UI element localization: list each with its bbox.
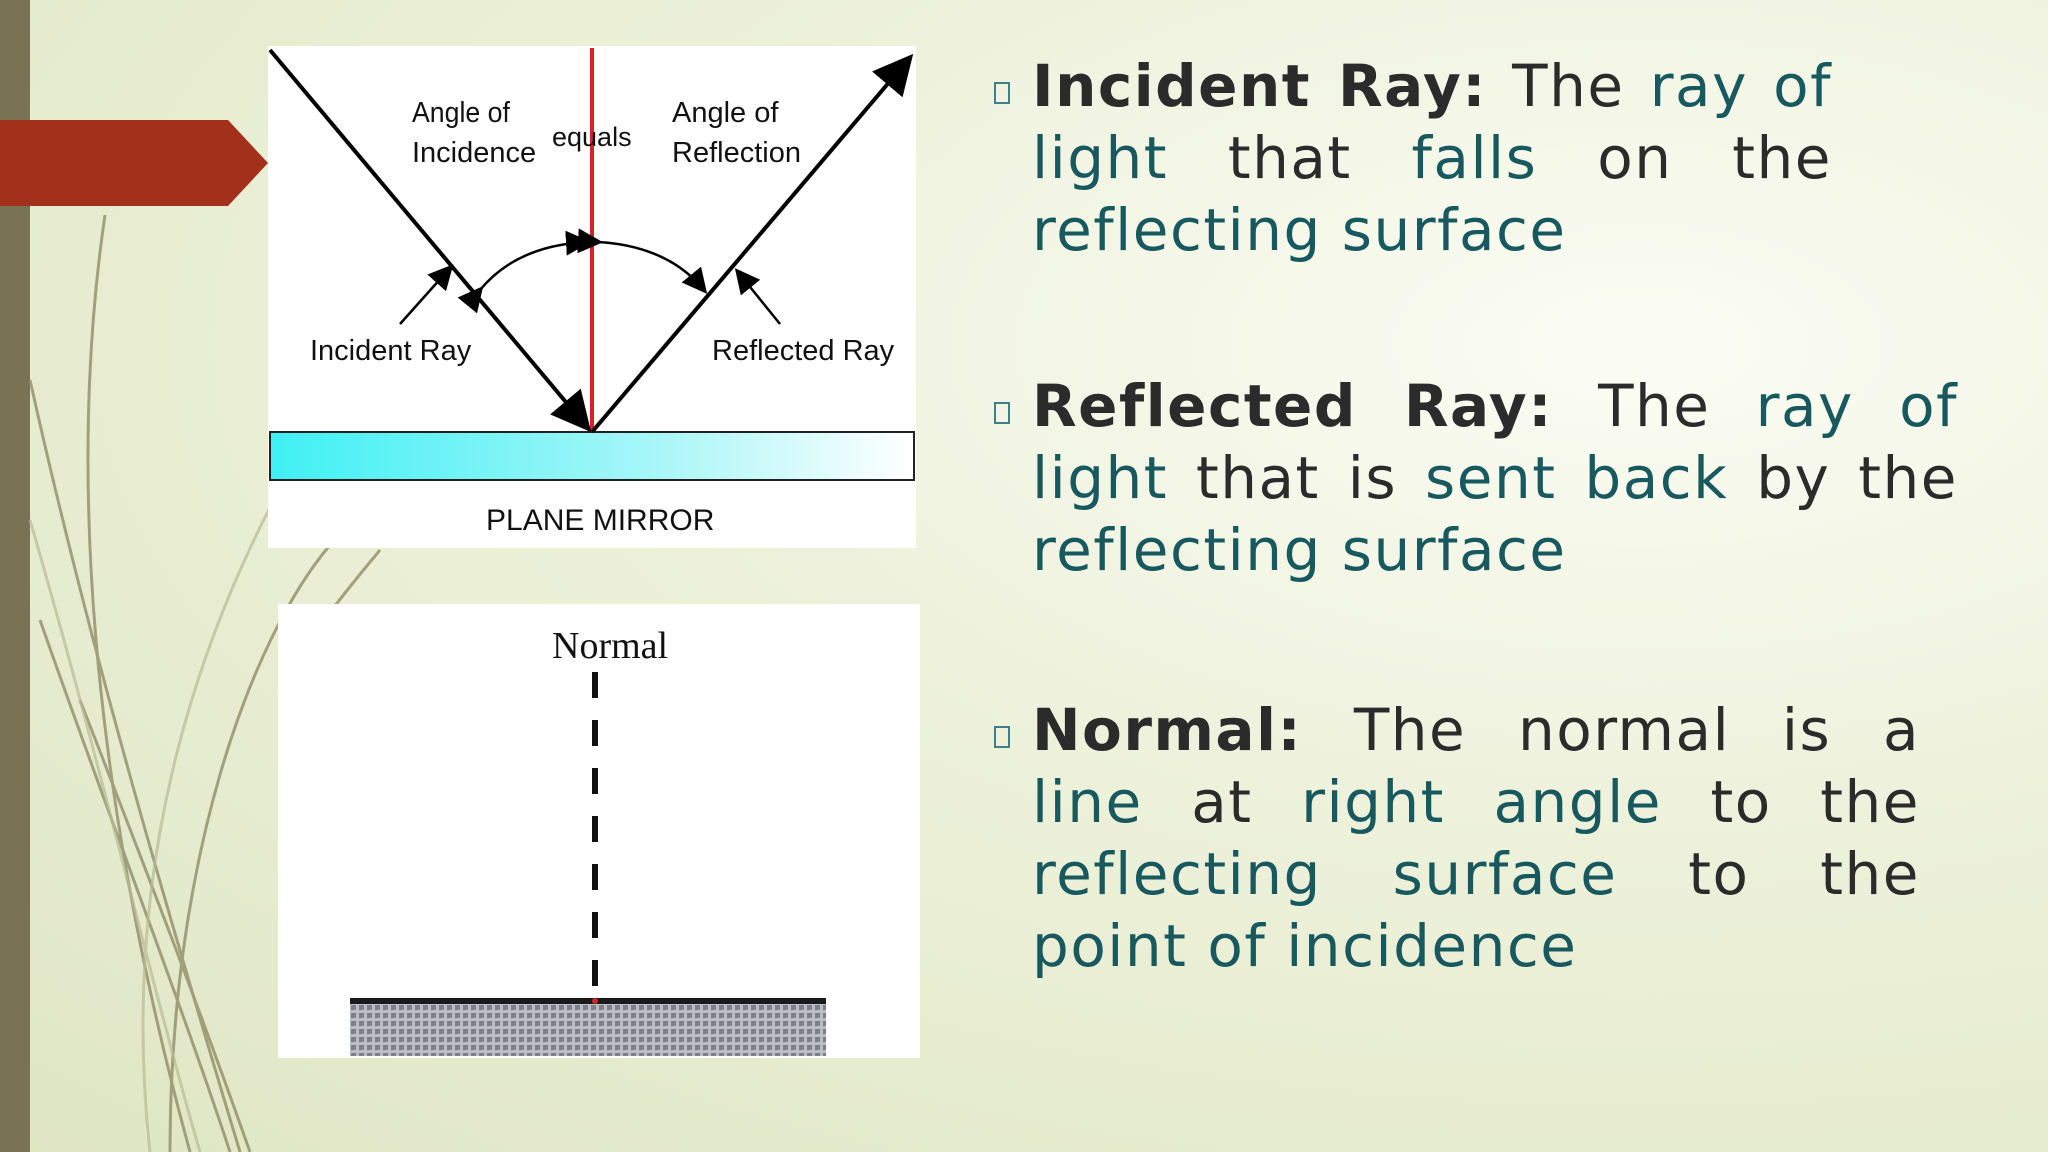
reflecting-surface-block	[350, 1000, 826, 1056]
highlight-right-angle: right angle	[1301, 768, 1662, 836]
term-reflected-ray: Reflected Ray:	[1032, 372, 1553, 440]
point-of-incidence	[592, 998, 598, 1004]
text-segment: at	[1142, 768, 1302, 836]
normal-diagram-panel: Normal	[278, 604, 920, 1058]
bullet-square-icon	[994, 726, 1010, 748]
label-normal: Normal	[552, 625, 668, 667]
definition-reflected-ray: Reflected Ray: The ray of light that is …	[990, 370, 1990, 586]
highlight-ray-of-light: ray of light	[1032, 52, 1832, 192]
label-plane-mirror: PLANE MIRROR	[486, 504, 714, 537]
reflection-diagram: Angle of Incidence equals Angle of Refle…	[268, 48, 915, 537]
bullet-square-icon	[994, 402, 1010, 424]
label-angle-of-incidence-2: Incidence	[412, 137, 536, 169]
label-incident-ray: Incident Ray	[310, 335, 472, 367]
label-reflected-ray: Reflected Ray	[712, 335, 895, 367]
text-segment: The	[1552, 372, 1756, 440]
definition-text: Incident Ray: The ray of light that fall…	[1032, 50, 1832, 266]
reflected-ray-pointer	[734, 268, 781, 325]
angle-incidence-arc	[457, 230, 591, 314]
text-segment: that	[1168, 124, 1412, 192]
reflected-ray-line	[590, 53, 914, 434]
red-arrow-tab	[0, 120, 268, 206]
label-angle-of-reflection-2: Reflection	[672, 137, 801, 169]
reflecting-surface-line	[350, 998, 826, 1004]
highlight-reflecting-surface: reflecting surface	[1032, 840, 1618, 908]
reflection-diagram-panel: Angle of Incidence equals Angle of Refle…	[268, 46, 916, 548]
definitions-list: Incident Ray: The ray of light that fall…	[990, 50, 1990, 1086]
text-segment: The	[1486, 52, 1650, 120]
definition-text: Reflected Ray: The ray of light that is …	[1032, 370, 1958, 586]
label-angle-of-reflection-1: Angle of	[672, 97, 779, 129]
incident-ray-pointer	[399, 264, 454, 325]
label-angle-of-incidence-1: Angle of	[412, 96, 510, 128]
normal-diagram: Normal	[350, 625, 826, 1056]
definition-text: Normal: The normal is a line at right an…	[1032, 694, 1920, 982]
text-segment: by the	[1728, 444, 1958, 512]
decorative-grass-curves	[28, 214, 382, 1152]
highlight-reflecting-surface: reflecting surface	[1032, 516, 1567, 584]
text-segment: that is	[1168, 444, 1426, 512]
highlight-point-of-incidence: point of incidence	[1032, 912, 1578, 980]
highlight-line: line	[1032, 768, 1143, 836]
bullet-square-icon	[994, 82, 1010, 104]
text-segment: to the	[1661, 768, 1920, 836]
definition-incident-ray: Incident Ray: The ray of light that fall…	[990, 50, 1990, 266]
term-incident-ray: Incident Ray:	[1032, 52, 1487, 120]
highlight-sent-back: sent back	[1425, 444, 1729, 512]
angle-reflection-arc	[577, 228, 708, 294]
text-segment: The normal is a	[1302, 696, 1920, 764]
term-normal: Normal:	[1032, 696, 1303, 764]
plane-mirror	[269, 431, 915, 481]
highlight-reflecting-surface: reflecting surface	[1032, 196, 1567, 264]
text-segment: on the	[1537, 124, 1832, 192]
highlight-falls: falls	[1411, 124, 1538, 192]
label-equals: equals	[552, 122, 632, 152]
incident-ray-line	[268, 48, 592, 433]
text-segment: to the	[1617, 840, 1920, 908]
highlight-ray-of-light: ray of light	[1032, 372, 1958, 512]
definition-normal: Normal: The normal is a line at right an…	[990, 694, 1990, 982]
